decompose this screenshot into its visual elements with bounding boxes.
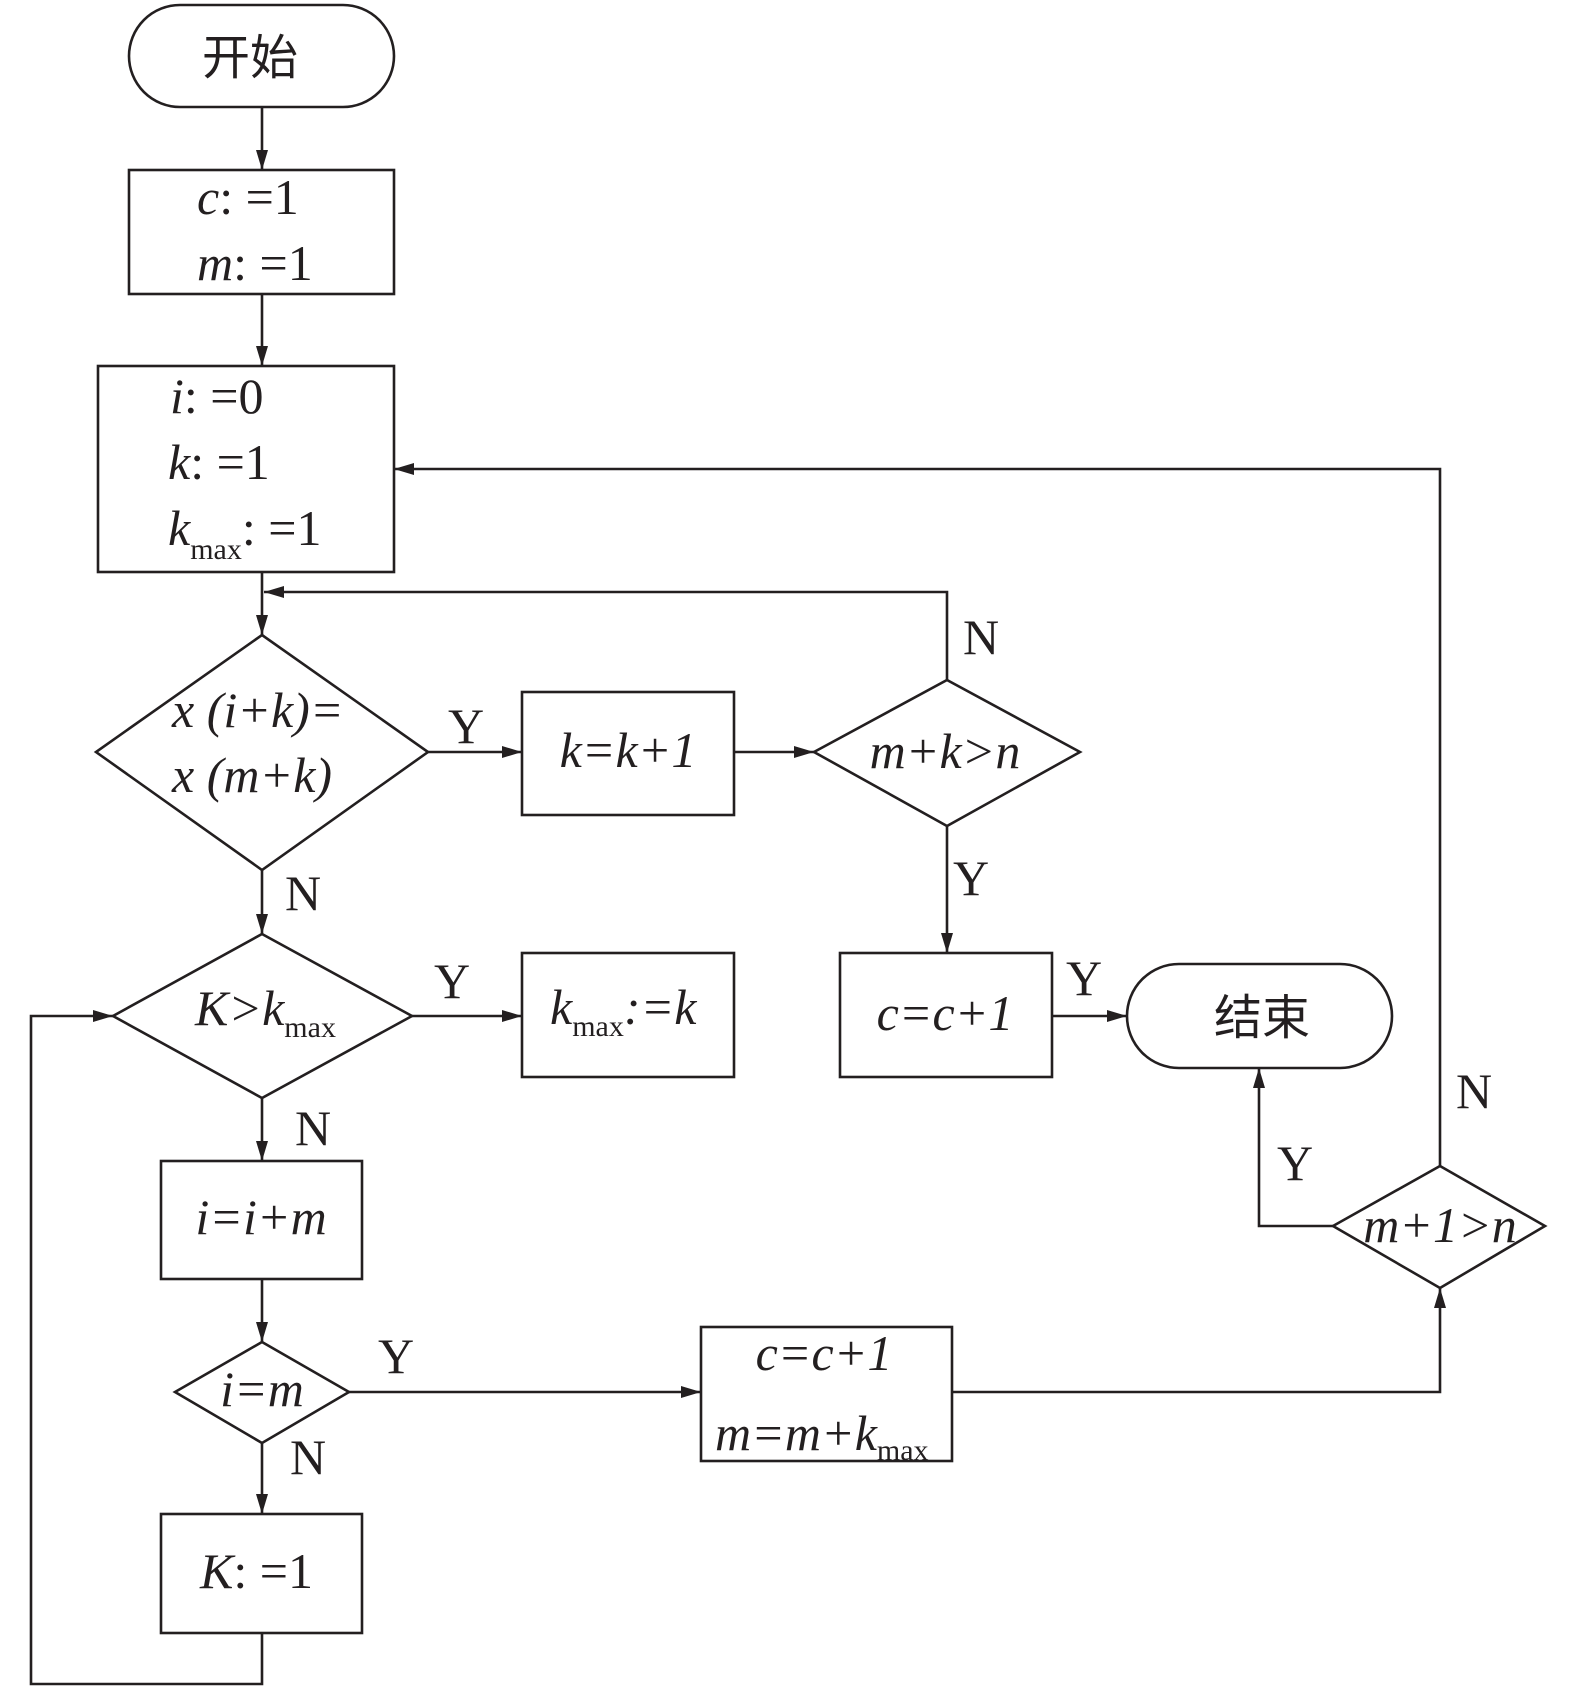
cond-equal-line-2: x (m+k) (171, 747, 332, 803)
edge-cond-mk-no-loop (264, 586, 949, 680)
cond-i-eq-m-diamond: i=m (172, 1340, 352, 1445)
init2-box: i: =0 k: =1 kmax: =1 (96, 364, 396, 574)
label-cond-m1-no: N (1456, 1063, 1492, 1119)
edge-update-to-cond-m1 (952, 1288, 1446, 1394)
update-cm-box: c=c+1 m=m+kmax (699, 1325, 954, 1467)
label-inc-c-to-end: Y (1066, 950, 1102, 1006)
label-cond-im-yes: Y (378, 1328, 414, 1384)
inc-i-box: i=i+m (159, 1159, 364, 1281)
init2-line-3: kmax: =1 (168, 500, 321, 566)
connectors (29, 107, 1446, 1686)
init1-box: c: =1 m: =1 (127, 168, 396, 296)
inc-c-label: c=c+1 (877, 985, 1014, 1041)
cond-equal-line-1: x (i+k)= (171, 682, 344, 738)
edge-reset-K-loop (29, 1010, 264, 1686)
start-terminal: 开始 (127, 3, 396, 109)
init2-line-2: k: =1 (168, 434, 270, 490)
cond-i-eq-m-label: i=m (220, 1361, 304, 1417)
cond-m1-gt-n-label: m+1>n (1363, 1197, 1517, 1253)
label-cond-equal-yes: Y (448, 698, 484, 754)
label-cond-mk-no: N (963, 609, 999, 665)
cond-K-gt-kmax-diamond: K>kmax (110, 932, 415, 1100)
label-cond-im-no: N (290, 1429, 326, 1485)
init1-line-2: m: =1 (197, 235, 313, 291)
reset-K-box: K: =1 (159, 1512, 364, 1635)
cond-mk-gt-n-label: m+k>n (870, 723, 1021, 779)
label-cond-mk-yes: Y (953, 850, 989, 906)
inc-k-label: k=k+1 (560, 722, 697, 778)
edge-labels: Y N N Y Y Y N Y N Y N (285, 609, 1492, 1485)
cond-equal-diamond: x (i+k)= x (m+k) (93, 633, 431, 872)
set-kmax-label: kmax:=k (550, 979, 697, 1043)
update-cm-line-1: c=c+1 (756, 1325, 893, 1381)
init2-line-1: i: =0 (170, 368, 264, 424)
cond-m1-gt-n-diamond: m+1>n (1330, 1164, 1548, 1290)
edge-cond-m1-no-loop (394, 463, 1442, 1166)
inc-c-box: c=c+1 (838, 951, 1054, 1079)
inc-k-box: k=k+1 (520, 690, 736, 817)
end-label: 结束 (1214, 990, 1310, 1046)
cond-K-gt-kmax-label: K>kmax (194, 980, 336, 1044)
label-cond-equal-no: N (285, 865, 321, 921)
reset-K-label: K: =1 (199, 1543, 313, 1599)
label-cond-kmax-yes: Y (434, 953, 470, 1009)
label-cond-m1-yes: Y (1277, 1135, 1313, 1191)
start-label: 开始 (202, 30, 298, 86)
edge-cond-m1-yes (1253, 1068, 1333, 1228)
end-terminal: 结束 (1125, 962, 1394, 1070)
cond-mk-gt-n-diamond: m+k>n (811, 678, 1083, 828)
label-cond-kmax-no: N (295, 1100, 331, 1156)
inc-i-label: i=i+m (195, 1189, 326, 1245)
update-cm-line-2: m=m+kmax (715, 1405, 929, 1467)
init1-line-1: c: =1 (197, 169, 299, 225)
set-kmax-box: kmax:=k (520, 951, 736, 1079)
